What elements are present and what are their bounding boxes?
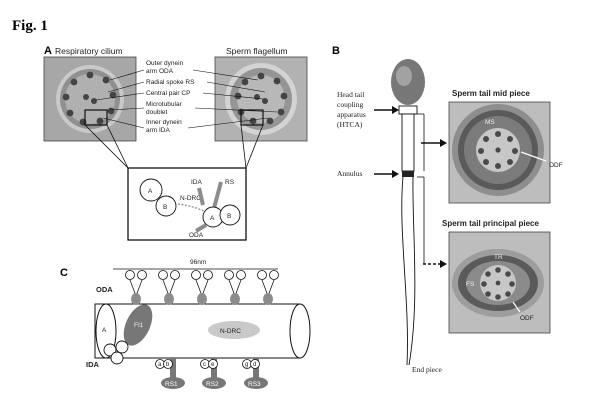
panel-b-letter: B: [332, 45, 340, 57]
label-a-tubule: A: [102, 327, 107, 334]
left-image-zoom-box: [84, 109, 108, 126]
label-microtubular: Microtubular: [146, 101, 183, 108]
label-htca-line1: Head tail: [337, 90, 364, 99]
spoke-letter-b: b: [166, 362, 170, 368]
panel-c-letter: C: [60, 267, 68, 279]
label-radial-spoke: Radial spoke RS: [146, 79, 195, 86]
label-central-pair: Central pair CP: [146, 90, 190, 97]
ndrc-ellipse: [208, 321, 260, 339]
principal-piece-image: [448, 231, 551, 334]
label-htca-line3: apparatus: [337, 110, 366, 119]
label-arm-ida: arm IDA: [146, 127, 171, 134]
label-oda: ODA: [96, 285, 113, 294]
panel-a-letter: A: [44, 45, 52, 57]
inset-label-ida: IDA: [191, 179, 203, 186]
right-image-zoom-box: [240, 109, 264, 126]
oda-row: [125, 270, 279, 305]
label-rs3: RS3: [248, 381, 261, 388]
label-tr: TR: [494, 254, 503, 261]
cylinder-end: [289, 303, 311, 359]
inset-label-rs: RS: [225, 179, 235, 186]
label-ms: MS: [485, 119, 495, 126]
inset-oda-arm: [194, 223, 208, 233]
respiratory-cilium-title: Respiratory cilium: [55, 46, 123, 56]
zoom-connectors: [84, 124, 264, 169]
label-fs: FS: [466, 281, 475, 288]
scale-label: 96nm: [190, 259, 206, 266]
label-outer-dynein: Outer dynein: [146, 60, 184, 67]
inset-doublet-a: [139, 178, 163, 202]
label-mid-odf: ODF: [549, 162, 563, 169]
label-annulus: Annulus: [337, 169, 363, 178]
spoke-letter-e: e: [211, 362, 215, 368]
label-ndrc: N-DRC: [220, 328, 241, 335]
ida-heads: [103, 340, 129, 365]
mid-piece-image: [448, 101, 551, 204]
label-rs2: RS2: [206, 381, 219, 388]
mid-odf-arrow: [520, 151, 547, 162]
annulus-band: [402, 171, 414, 177]
principal-odf-arrow: [512, 301, 521, 313]
axoneme-inset: A B N-DRC IDA RS A B ODA: [127, 167, 247, 241]
sperm-schematic: [391, 59, 425, 366]
panel-b-arrows: [374, 106, 447, 268]
inset-doublet-b2: [219, 204, 241, 226]
inset-label-oda: ODA: [189, 232, 204, 239]
label-arm-oda: arm ODA: [146, 68, 174, 75]
label-end-piece: End piece: [412, 365, 442, 374]
panel-a-arrows: [95, 69, 278, 129]
spoke-letter-c: c: [203, 362, 206, 368]
spoke-letter-circles: [155, 359, 260, 369]
figure-title: Fig. 1: [12, 18, 48, 34]
inset-label-a2: A: [210, 215, 215, 222]
spoke-letter-g: g: [245, 362, 248, 368]
inset-label-b2: B: [227, 213, 231, 220]
label-ida: IDA: [86, 360, 100, 369]
label-htca-line4: (HTCA): [337, 120, 363, 129]
label-principal-odf: ODF: [520, 315, 534, 322]
inset-ida-arm: [197, 187, 205, 206]
inset-label-b: B: [163, 204, 167, 211]
label-htca-line2: coupling: [337, 100, 363, 109]
fi1-ellipse: [123, 304, 153, 346]
respiratory-cilium-image: [43, 56, 137, 142]
htca-box: [398, 105, 418, 115]
label-rs1: RS1: [165, 381, 178, 388]
label-doublet: doublet: [146, 109, 168, 116]
mid-piece: [401, 113, 415, 172]
label-inner-dynein: Inner dynein: [146, 119, 182, 126]
principal-piece-title: Sperm tail principal piece: [442, 219, 539, 228]
inset-label-ndrc: N-DRC: [180, 195, 201, 202]
principal-piece: [401, 176, 416, 366]
inset-doublet-b: [155, 195, 177, 217]
label-fi1: FI1: [134, 322, 144, 329]
sperm-flagellum-title: Sperm flagellum: [226, 46, 287, 56]
spoke-letter-a: a: [158, 362, 162, 368]
inset-label-a: A: [148, 188, 153, 195]
mid-piece-title: Sperm tail mid piece: [452, 89, 530, 98]
axoneme-schematic: A ODA: [86, 270, 311, 389]
spoke-letter-d: d: [253, 362, 256, 368]
